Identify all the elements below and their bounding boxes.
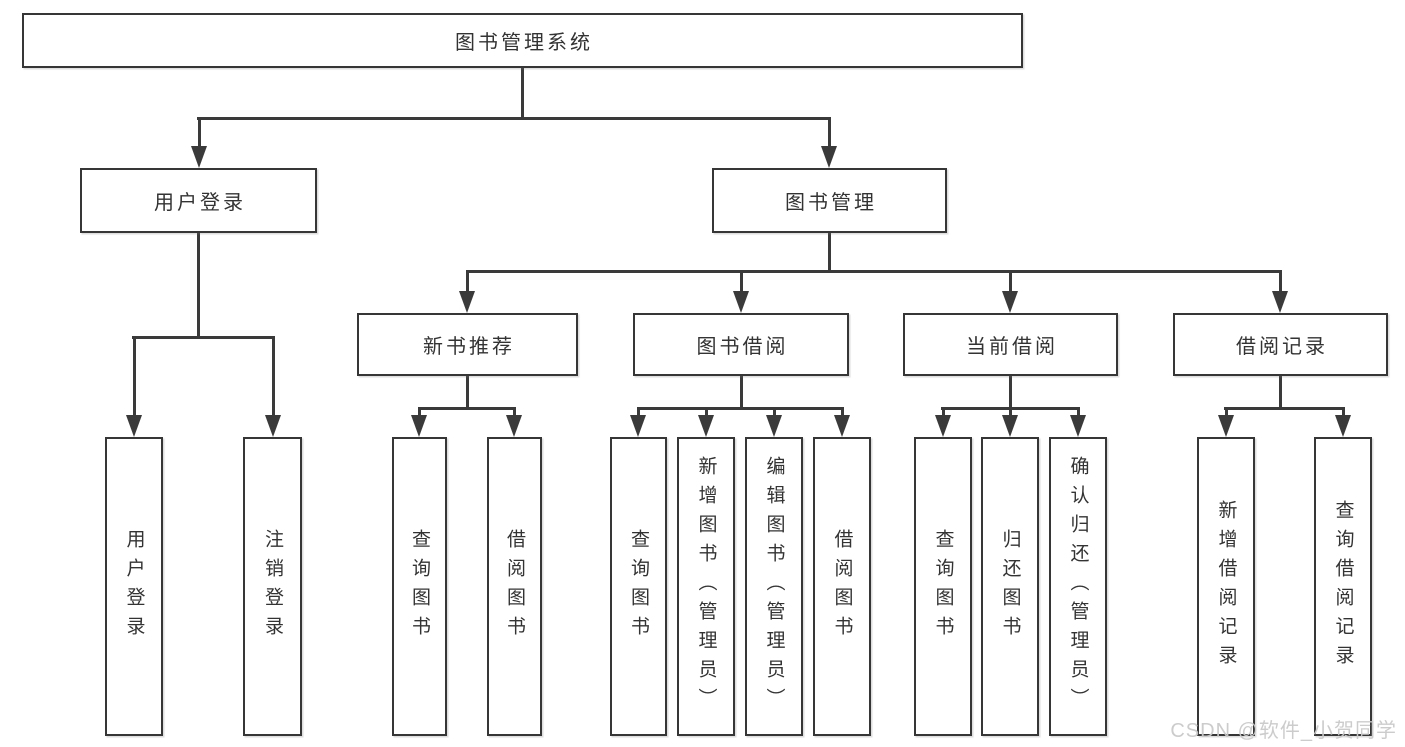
node-new-book-recommend: 新书推荐: [357, 313, 578, 376]
connector-line: [1009, 270, 1012, 295]
connector-line: [1279, 270, 1282, 295]
arrow-down-icon: [265, 415, 281, 437]
node-label: 注销登录: [262, 528, 283, 645]
arrow-down-icon: [1272, 291, 1288, 313]
connector-line: [466, 376, 469, 410]
node-label: 确认归还（管理员）: [1067, 456, 1089, 717]
arrow-down-icon: [1002, 415, 1018, 437]
node-label: 查询借阅记录: [1332, 499, 1354, 674]
leaf-recommend-borrow-book: 借阅图书: [487, 437, 542, 736]
node-label: 新增图书（管理员）: [695, 456, 717, 717]
connector-line: [1224, 407, 1345, 410]
connector-line: [513, 407, 516, 419]
leaf-current-return-book: 归还图书: [981, 437, 1039, 736]
connector-line: [521, 68, 524, 120]
node-label: 查询图书: [628, 528, 649, 645]
node-borrowing-records: 借阅记录: [1173, 313, 1388, 376]
leaf-current-confirm-return-admin: 确认归还（管理员）: [1049, 437, 1107, 736]
node-label: 编辑图书（管理员）: [763, 456, 785, 717]
node-book-borrowing: 图书借阅: [633, 313, 849, 376]
arrow-down-icon: [191, 146, 207, 168]
connector-line: [132, 336, 275, 339]
connector-line: [197, 117, 831, 120]
arrow-down-icon: [1218, 415, 1234, 437]
node-user-login: 用户登录: [80, 168, 317, 233]
leaf-borrowing-edit-book-admin: 编辑图书（管理员）: [745, 437, 803, 736]
leaf-logout: 注销登录: [243, 437, 302, 736]
csdn-watermark: CSDN @软件_小贺同学: [1170, 720, 1397, 742]
node-label: 新增借阅记录: [1215, 499, 1237, 674]
connector-line: [841, 407, 844, 419]
node-label: 用户登录: [154, 192, 246, 214]
connector-line: [637, 407, 844, 410]
arrow-down-icon: [459, 291, 475, 313]
leaf-records-query-record: 查询借阅记录: [1314, 437, 1372, 736]
arrow-down-icon: [630, 415, 646, 437]
connector-line: [773, 407, 776, 419]
arrow-down-icon: [698, 415, 714, 437]
connector-line: [942, 407, 945, 419]
arrow-down-icon: [1070, 415, 1086, 437]
connector-line: [418, 407, 516, 410]
connector-line: [1225, 407, 1228, 419]
arrow-down-icon: [733, 291, 749, 313]
connector-line: [198, 117, 201, 150]
node-label: 归还图书: [999, 528, 1021, 645]
connector-line: [418, 407, 421, 419]
leaf-recommend-query-book: 查询图书: [392, 437, 447, 736]
node-root-system: 图书管理系统: [22, 13, 1023, 68]
connector-line: [1077, 407, 1080, 419]
connector-line: [466, 270, 469, 295]
node-label: 用户登录: [123, 528, 145, 645]
leaf-records-add-record: 新增借阅记录: [1197, 437, 1255, 736]
connector-line: [1279, 376, 1282, 410]
arrow-down-icon: [1335, 415, 1351, 437]
arrow-down-icon: [506, 415, 522, 437]
leaf-borrowing-query-book: 查询图书: [610, 437, 667, 736]
connector-line: [1009, 376, 1012, 410]
node-label: 图书借阅: [696, 336, 789, 358]
node-label: 图书管理系统: [455, 32, 593, 54]
connector-line: [1342, 407, 1345, 419]
node-label: 当前借阅: [966, 336, 1058, 358]
arrow-down-icon: [126, 415, 142, 437]
leaf-current-query-book: 查询图书: [914, 437, 972, 736]
leaf-borrowing-add-book-admin: 新增图书（管理员）: [677, 437, 735, 736]
arrow-down-icon: [1002, 291, 1018, 313]
arrow-down-icon: [935, 415, 951, 437]
connector-line: [740, 270, 743, 295]
connector-line: [828, 117, 831, 150]
connector-line: [466, 270, 1282, 273]
leaf-borrowing-borrow-book: 借阅图书: [813, 437, 871, 736]
connector-line: [740, 376, 743, 410]
node-label: 借阅图书: [504, 528, 525, 645]
connector-line: [828, 233, 831, 273]
leaf-user-login: 用户登录: [105, 437, 163, 736]
connector-line: [197, 233, 200, 339]
node-label: 借阅图书: [831, 528, 853, 645]
node-label: 借阅记录: [1236, 336, 1328, 358]
arrow-down-icon: [766, 415, 782, 437]
connector-line: [272, 336, 275, 419]
connector-line: [133, 336, 136, 419]
node-label: 图书管理: [785, 192, 877, 214]
node-label: 查询图书: [409, 528, 430, 645]
node-current-borrowing: 当前借阅: [903, 313, 1118, 376]
node-label: 查询图书: [932, 528, 954, 645]
node-label: 新书推荐: [423, 336, 515, 358]
connector-line: [705, 407, 708, 419]
arrow-down-icon: [821, 146, 837, 168]
arrow-down-icon: [411, 415, 427, 437]
connector-line: [1009, 407, 1012, 419]
connector-line: [637, 407, 640, 419]
node-book-management: 图书管理: [712, 168, 947, 233]
arrow-down-icon: [834, 415, 850, 437]
